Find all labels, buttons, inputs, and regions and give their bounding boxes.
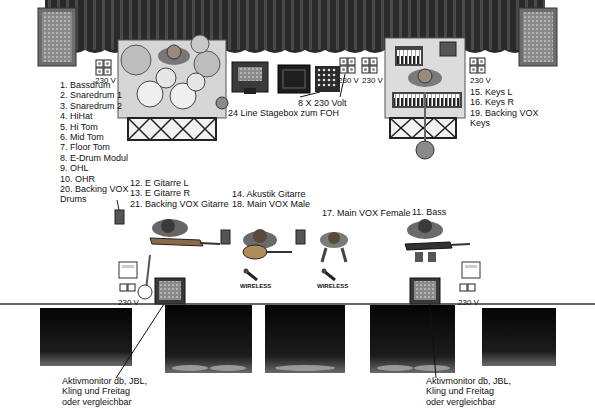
channel-label: 16. Keys R xyxy=(470,97,514,107)
channel-label: 19. Backing VOX Keys xyxy=(470,108,544,129)
channel-label: 4. HiHat xyxy=(60,111,93,121)
wireless-tag: WIRELESS xyxy=(240,282,271,290)
channel-label: 11. Bass xyxy=(412,207,446,217)
channel-label: 12. E Gitarre L xyxy=(130,178,189,188)
power-label: 230 V xyxy=(338,76,359,86)
power-label: 230 V xyxy=(362,76,383,86)
power-note: 8 X 230 Volt xyxy=(298,98,347,108)
channel-label: 5. Hi Tom xyxy=(60,122,98,132)
channel-label: 10. OHR xyxy=(60,174,95,184)
monitor-note: Aktivmonitor db, JBL, Kling und Freitag … xyxy=(62,376,150,407)
channel-label: 15. Keys L xyxy=(470,87,513,97)
power-label: 230 V xyxy=(458,298,479,308)
monitor-note: Aktivmonitor db, JBL, Kling und Freitag … xyxy=(426,376,514,407)
channel-label: 8. E-Drum Modul xyxy=(60,153,128,163)
channel-label: 2. Snaredrum 1 xyxy=(60,90,122,100)
channel-label: 14. Akustik Gitarre xyxy=(232,189,306,199)
wireless-tag: WIRELESS xyxy=(317,282,348,290)
power-label: 230 V xyxy=(470,76,491,86)
channel-label: 13. E Gitarre R xyxy=(130,188,190,198)
channel-label: 6. Mid Tom xyxy=(60,132,104,142)
stagebox-note: 24 Line Stagebox zum FOH xyxy=(228,108,339,118)
channel-label: 18. Main VOX Male xyxy=(232,199,310,209)
channel-label: 1. Bassdrum xyxy=(60,80,111,90)
channel-label: 21. Backing VOX Gitarre xyxy=(130,199,229,209)
channel-label: 20. Backing VOX Drums xyxy=(60,184,134,205)
power-label: 230 V xyxy=(118,298,139,308)
channel-label: 7. Floor Tom xyxy=(60,142,110,152)
channel-label: 3. Snaredrum 2 xyxy=(60,101,122,111)
channel-label: 17. Main VOX Female xyxy=(322,208,411,218)
channel-label: 9. OHL xyxy=(60,163,89,173)
